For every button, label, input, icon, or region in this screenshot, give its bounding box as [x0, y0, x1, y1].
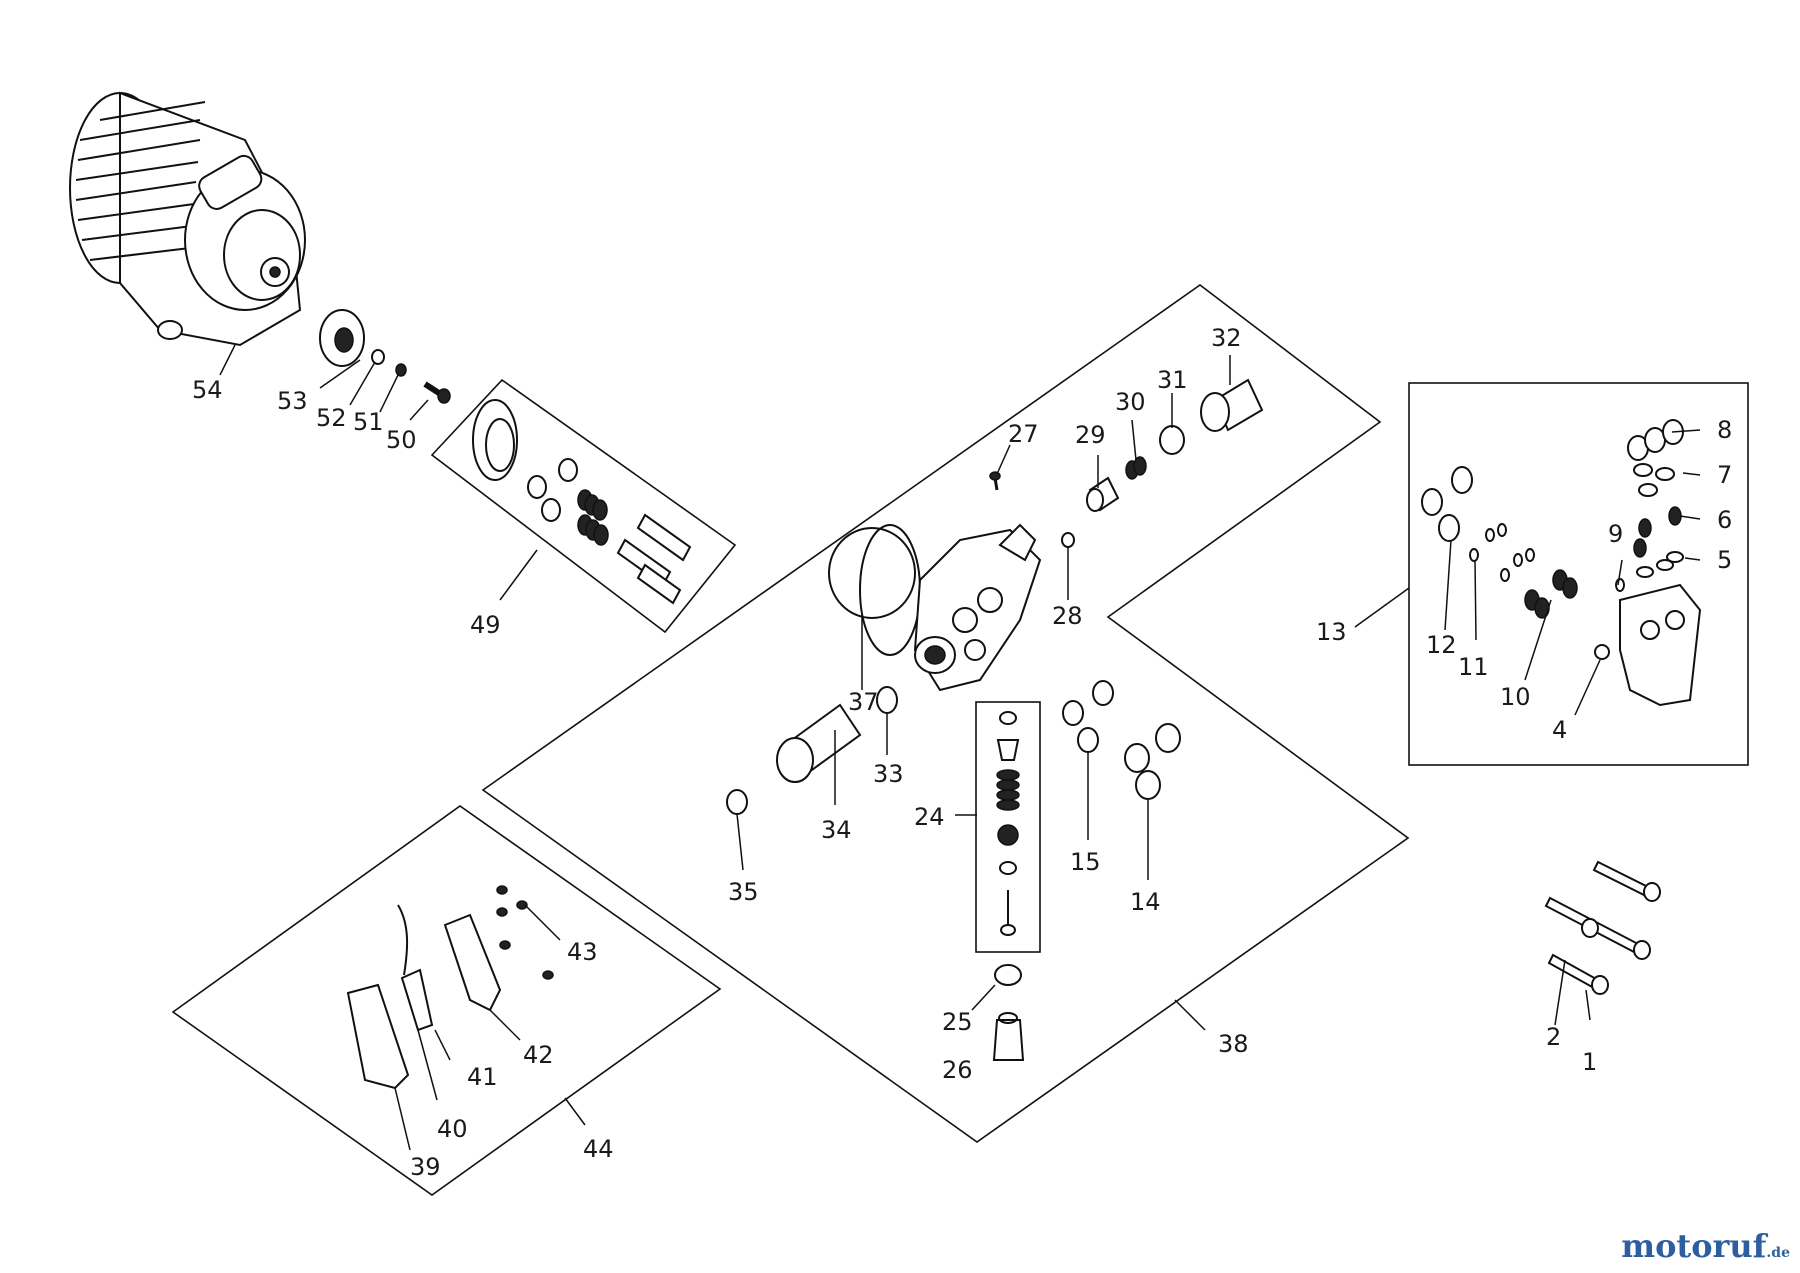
- callout-15: 15: [1070, 848, 1101, 876]
- callout-28: 28: [1052, 602, 1083, 630]
- callout-26: 26: [942, 1056, 973, 1084]
- callout-54: 54: [192, 376, 223, 404]
- pump-head-38: [859, 523, 1042, 692]
- group-frame-38: [481, 284, 1410, 1143]
- valve-29: [1086, 476, 1120, 512]
- o-ring-35: [726, 789, 748, 815]
- callout-37: 37: [848, 688, 879, 716]
- callout-52: 52: [316, 404, 347, 432]
- switch-kit-44: [346, 885, 554, 1090]
- logo-brand: motoruf: [1621, 1227, 1767, 1265]
- callout-6: 6: [1717, 506, 1732, 534]
- callout-53: 53: [277, 387, 308, 415]
- callout-2: 2: [1546, 1023, 1561, 1051]
- fitting-34: [776, 703, 862, 783]
- callout-29: 29: [1075, 421, 1106, 449]
- callout-9: 9: [1608, 520, 1623, 548]
- seal-kit-49: [472, 399, 692, 605]
- fitting-32: [1200, 378, 1264, 432]
- callout-27: 27: [1008, 420, 1039, 448]
- o-ring-25: [994, 964, 1022, 986]
- spring-30: [1125, 456, 1147, 480]
- seal-ring-53: [319, 309, 365, 367]
- callout-25: 25: [942, 1008, 973, 1036]
- callout-35: 35: [728, 878, 759, 906]
- screw-27: [989, 471, 1001, 491]
- motor-assembly-54: [69, 91, 306, 347]
- callout-1: 1: [1582, 1048, 1597, 1076]
- leader-lines: [219, 344, 1701, 1151]
- callout-40: 40: [437, 1115, 468, 1143]
- callout-11: 11: [1458, 653, 1489, 681]
- callout-39: 39: [410, 1153, 441, 1181]
- callout-4: 4: [1552, 716, 1567, 744]
- bolt-50: [423, 381, 451, 404]
- fitting-26: [992, 1012, 1025, 1061]
- callout-labels: 1 2 4 5 6 7 8 9 10 11 12 13 14 15 24 25 …: [192, 324, 1732, 1181]
- callout-30: 30: [1115, 388, 1146, 416]
- callout-14: 14: [1130, 888, 1161, 916]
- o-ring-37: [828, 527, 916, 619]
- callout-13: 13: [1316, 618, 1347, 646]
- callout-8: 8: [1717, 416, 1732, 444]
- group-frame-49: [430, 378, 737, 634]
- logo-suffix: .de: [1766, 1245, 1790, 1261]
- bolts-1-2: [1544, 860, 1661, 995]
- callout-42: 42: [523, 1041, 554, 1069]
- seal-set-14: [1124, 723, 1181, 800]
- callout-43: 43: [567, 938, 598, 966]
- callout-41: 41: [467, 1063, 498, 1091]
- callout-7: 7: [1717, 461, 1732, 489]
- o-ring-51: [395, 363, 407, 377]
- washer-52: [371, 349, 385, 365]
- callout-32: 32: [1211, 324, 1242, 352]
- plug-28: [1061, 532, 1075, 548]
- o-ring-33: [876, 686, 898, 714]
- callout-44: 44: [583, 1135, 614, 1163]
- motoruf-logo: motoruf.de: [1621, 1227, 1790, 1265]
- valve-kit-24: [996, 711, 1020, 936]
- callout-38: 38: [1218, 1030, 1249, 1058]
- seal-set-15: [1062, 680, 1114, 753]
- callout-24: 24: [914, 803, 945, 831]
- callout-12: 12: [1426, 631, 1457, 659]
- pump-head-kit-13: [1421, 419, 1702, 707]
- group-frame-13: [1408, 382, 1749, 766]
- callout-33: 33: [873, 760, 904, 788]
- callout-10: 10: [1500, 683, 1531, 711]
- group-frame-44: [171, 805, 722, 1196]
- callout-31: 31: [1157, 366, 1188, 394]
- callout-49: 49: [470, 611, 501, 639]
- group-frame-24: [975, 701, 1041, 953]
- callout-50: 50: [386, 426, 417, 454]
- callout-51: 51: [353, 408, 384, 436]
- o-ring-31: [1159, 425, 1185, 455]
- callout-5: 5: [1717, 546, 1732, 574]
- callout-34: 34: [821, 816, 852, 844]
